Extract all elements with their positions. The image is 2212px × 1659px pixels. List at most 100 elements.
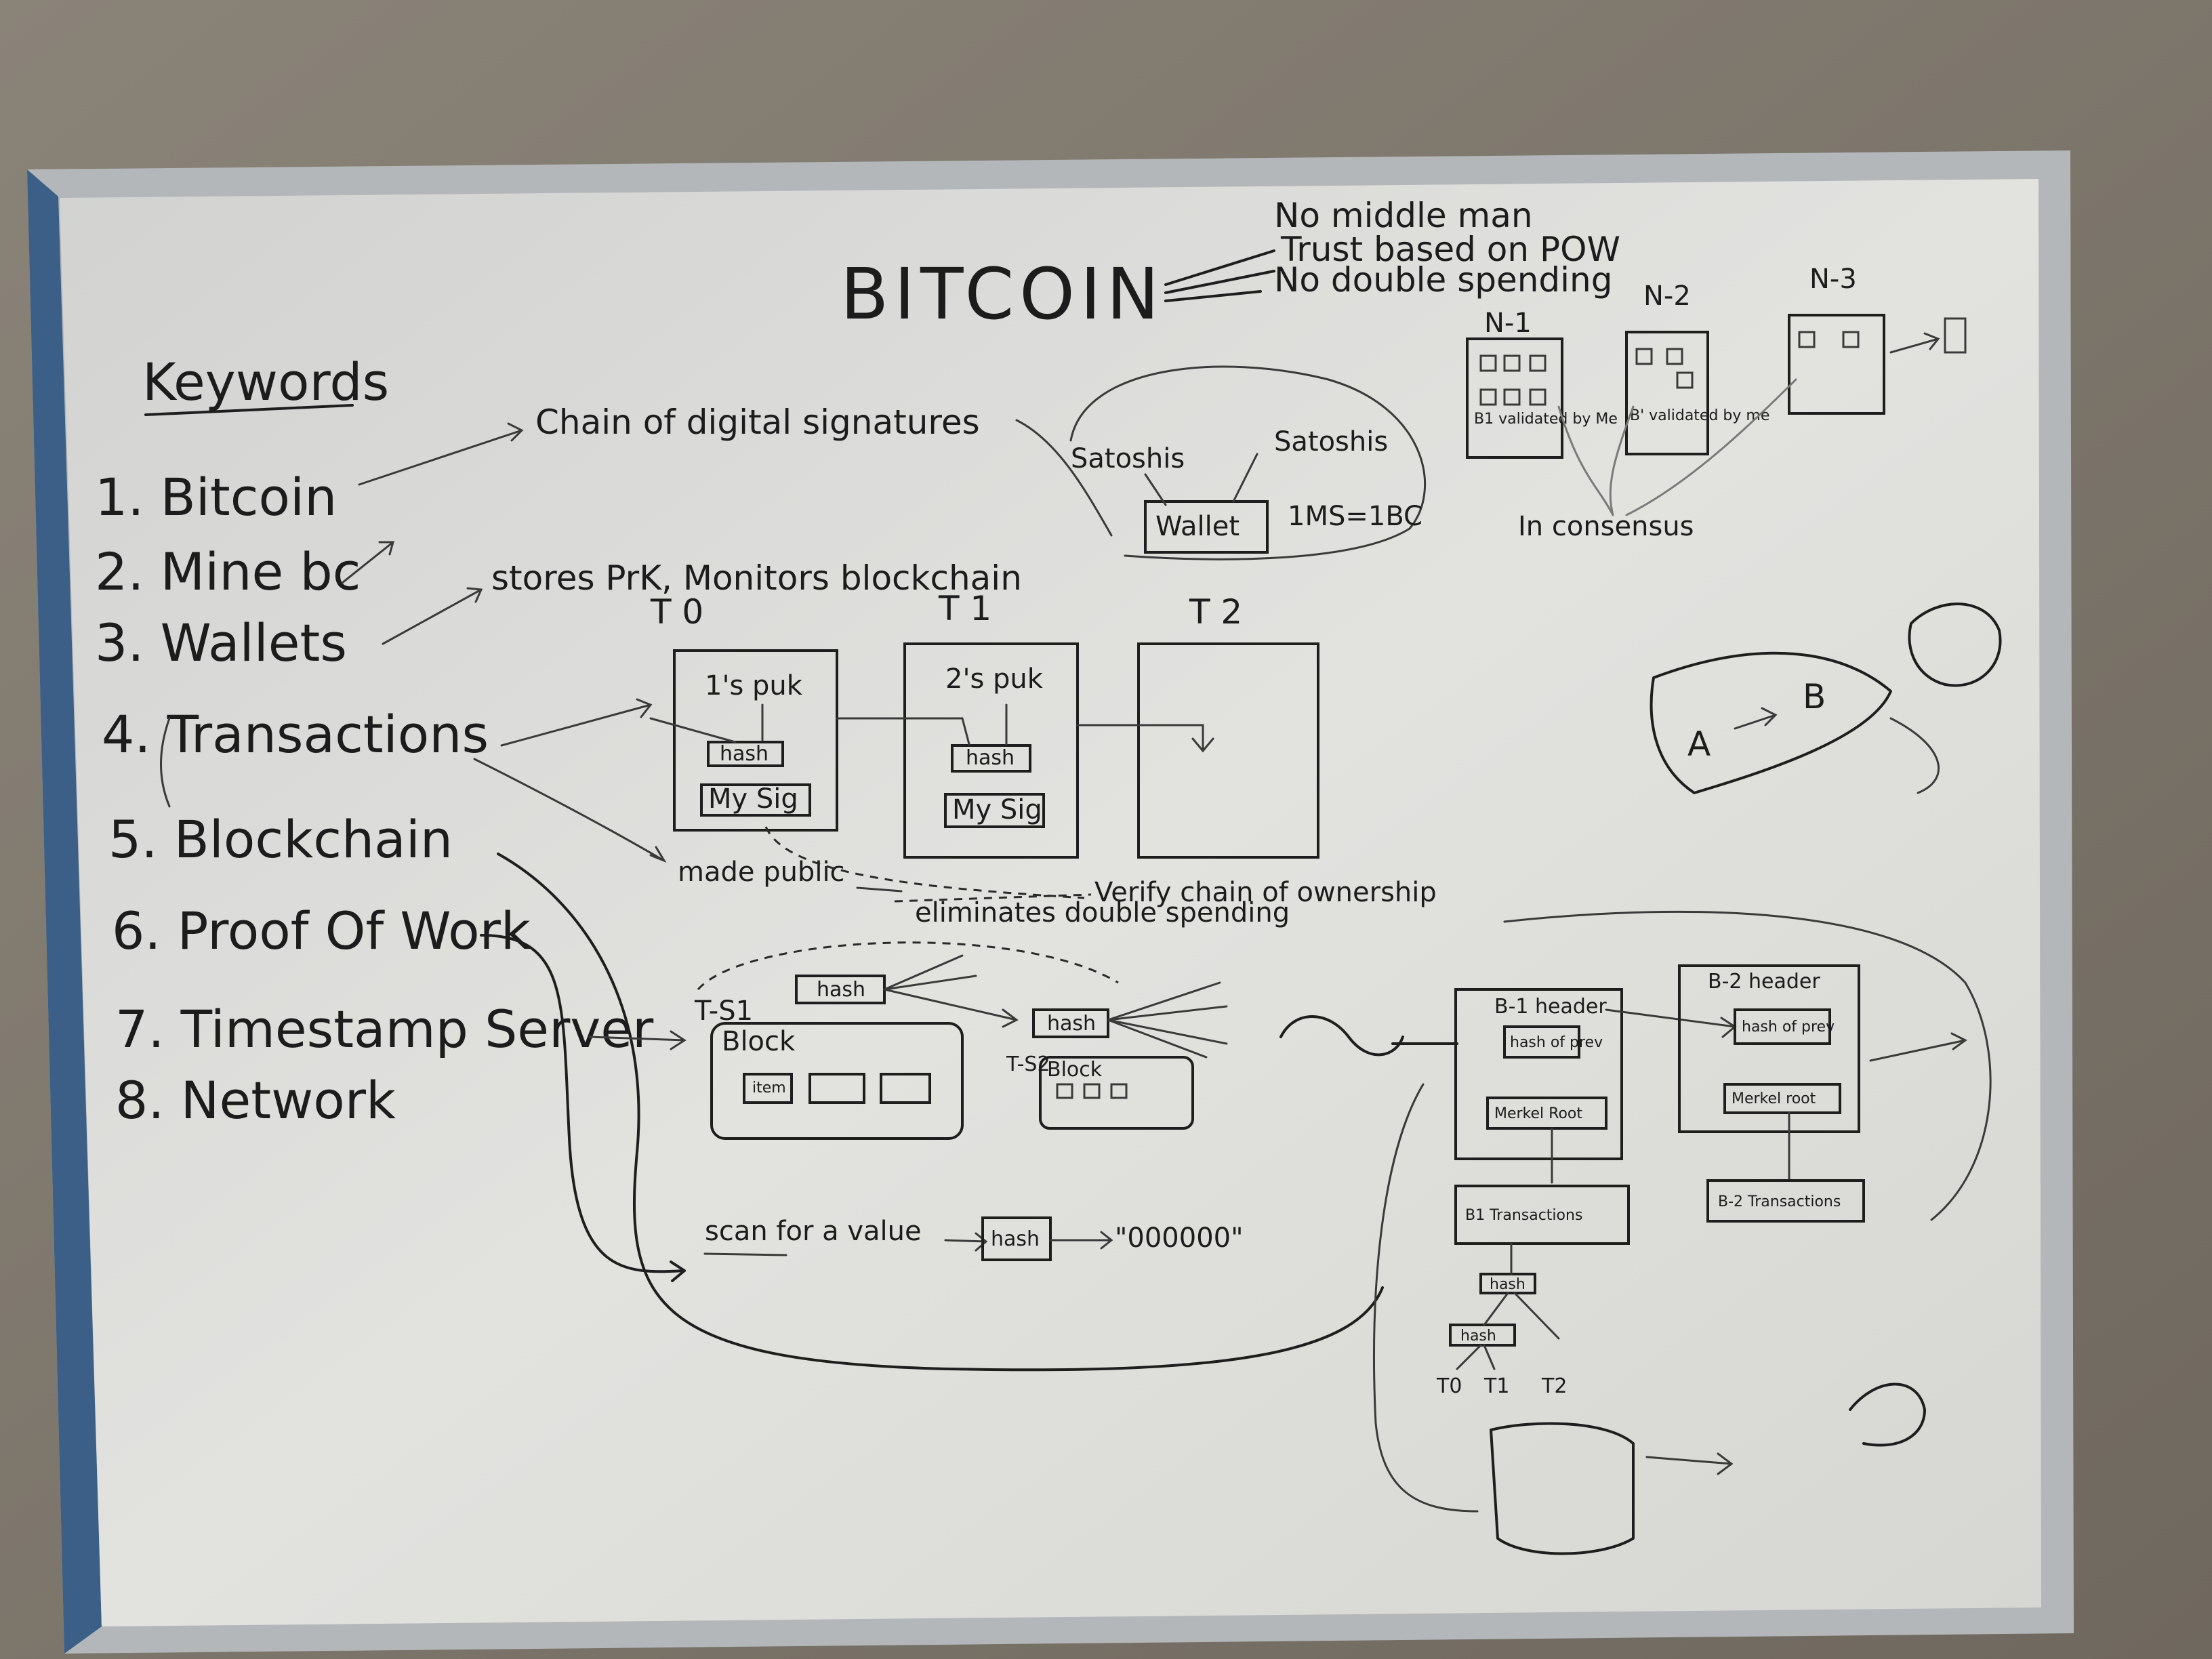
ts-block-2-items [1056,1083,1128,1099]
arrow-mine [341,541,394,584]
ts-item-1-label: item [752,1080,786,1097]
node-2-note: B' validated by me [1630,407,1769,424]
arrow-transactions-public [473,758,667,863]
network-box [1490,1422,1635,1555]
ts-block-1 [710,1022,964,1140]
keyword-4: 4. Transactions [102,704,489,764]
node-label-1: N-1 [1484,308,1532,339]
title-bracket [1164,249,1275,302]
tx-label-t2: T 2 [1189,592,1242,632]
b2-prev-box [1734,1008,1831,1045]
merkle-leaf-t1: T1 [1483,1374,1509,1398]
network-d-shape [1849,1382,1926,1447]
keyword-2: 2. Mine bc [95,541,361,602]
tx-t2-arrow [1076,724,1214,753]
node-2-blocks [1635,348,1694,389]
b1-tx-label: B1 Transactions [1465,1207,1582,1224]
whiteboard-blue-edge [27,169,102,1654]
note-made-public: made public [678,857,845,888]
transfer-arrow [1734,707,1778,730]
node-consensus-lines [1557,378,1797,516]
b1-prev-box [1503,1025,1580,1059]
keyword-8: 8. Network [115,1070,396,1130]
wallet-arrows [1144,453,1258,506]
keyword-3: 3. Wallets [95,613,347,673]
pow-arrow [1049,1231,1113,1250]
tx-box-t2 [1137,642,1319,859]
node-box-1 [1466,337,1563,459]
tx-box-t0 [673,649,838,832]
note-eliminates: eliminates double spending [915,897,1290,928]
principle-3: No double spending [1274,260,1613,300]
note-chain: Chain of digital signatures [535,403,980,442]
node-label-2: N-2 [1643,281,1691,312]
keyword-1: 1. Bitcoin [95,467,337,527]
b1-tx-box [1454,1185,1630,1245]
arrow-pow [480,934,686,1282]
tx-t0-hash: hash [720,742,769,766]
ts-hash-2: hash [1047,1012,1096,1036]
title: BITCOIN [840,253,1164,335]
tx-t1-hash: hash [966,746,1015,770]
ts-item-1 [743,1073,793,1104]
tx-t1-hash-box [951,744,1031,773]
node-1-note: B1 validated by Me [1474,411,1618,428]
ts-block-2 [1039,1056,1194,1130]
ts-hash-box-2 [1032,1008,1109,1038]
ts-block-1-label: Block [722,1026,796,1057]
ts-hash-1: hash [817,978,865,1002]
transfer-curve [1889,717,1940,794]
ts-hash-rays-1 [883,954,1019,1028]
wallet-stroke [1015,419,1113,537]
merkle-edges [1456,1242,1560,1370]
keywords-underline [144,404,354,416]
wallet-rate: 1MS=1BC [1288,501,1422,532]
principle-2: Trust based on POW [1280,230,1620,269]
b2-merkle-box [1723,1083,1841,1114]
arrow-wallets [382,587,483,645]
tx-t0-key: 1's puk [705,670,803,701]
tilde-squiggle [1279,1015,1404,1057]
arrow-made-public [856,886,903,893]
ts-block-2-label: Block [1047,1058,1103,1082]
tx-t0-sig-box [700,783,811,817]
tx-t1-arrows [836,703,1008,745]
merkle-mid-label: hash [1460,1328,1496,1345]
node-box-3 [1788,314,1885,415]
wallet-label: Wallet [1155,511,1240,542]
arrow-transactions [500,698,653,747]
wallet-satoshis-left: Satoshis [1071,443,1185,474]
tx-t1-sig-box [944,793,1045,828]
ts-hash-rays-2 [1107,981,1228,1059]
b2-links [1788,1032,1967,1181]
b1-merkle-box [1486,1097,1607,1130]
ts-label-1: T-S1 [694,996,753,1027]
b2-tx-box [1706,1179,1865,1223]
note-stores: stores PrK, Monitors blockchain [491,558,1022,598]
note-consensus: In consensus [1518,511,1694,542]
b2-prev-label: hash of prev [1742,1019,1835,1036]
tx-t0-sig: My Sig [708,783,798,815]
chain-outline [1503,910,1992,1221]
node-new-arrow [1889,317,1967,354]
ts-label-2: T-S2 [1006,1052,1050,1076]
tx-box-t1 [903,642,1079,859]
b2-tx-label: B-2 Transactions [1718,1193,1841,1210]
pow-hash-box [981,1216,1052,1261]
b1-prev-label: hash of prev [1510,1034,1603,1051]
ts-item-3 [880,1073,931,1104]
merkle-leaf-t0: T0 [1436,1374,1462,1398]
tx-t0-hash-box [707,741,784,767]
tx-t1-sig: My Sig [952,794,1042,825]
tx-t1-key: 2's puk [945,663,1044,695]
b2-merkle-label: Merkel root [1732,1090,1816,1107]
node-label-3: N-3 [1809,264,1857,295]
note-scan: scan for a value [705,1216,922,1247]
brace-transactions [160,717,171,808]
keyword-6: 6. Proof Of Work [112,901,531,961]
transfer-from: A [1687,724,1711,764]
note-verify: Verify chain of ownership [1094,877,1437,908]
b1-block [1454,988,1623,1160]
ts-item-2 [808,1073,865,1104]
